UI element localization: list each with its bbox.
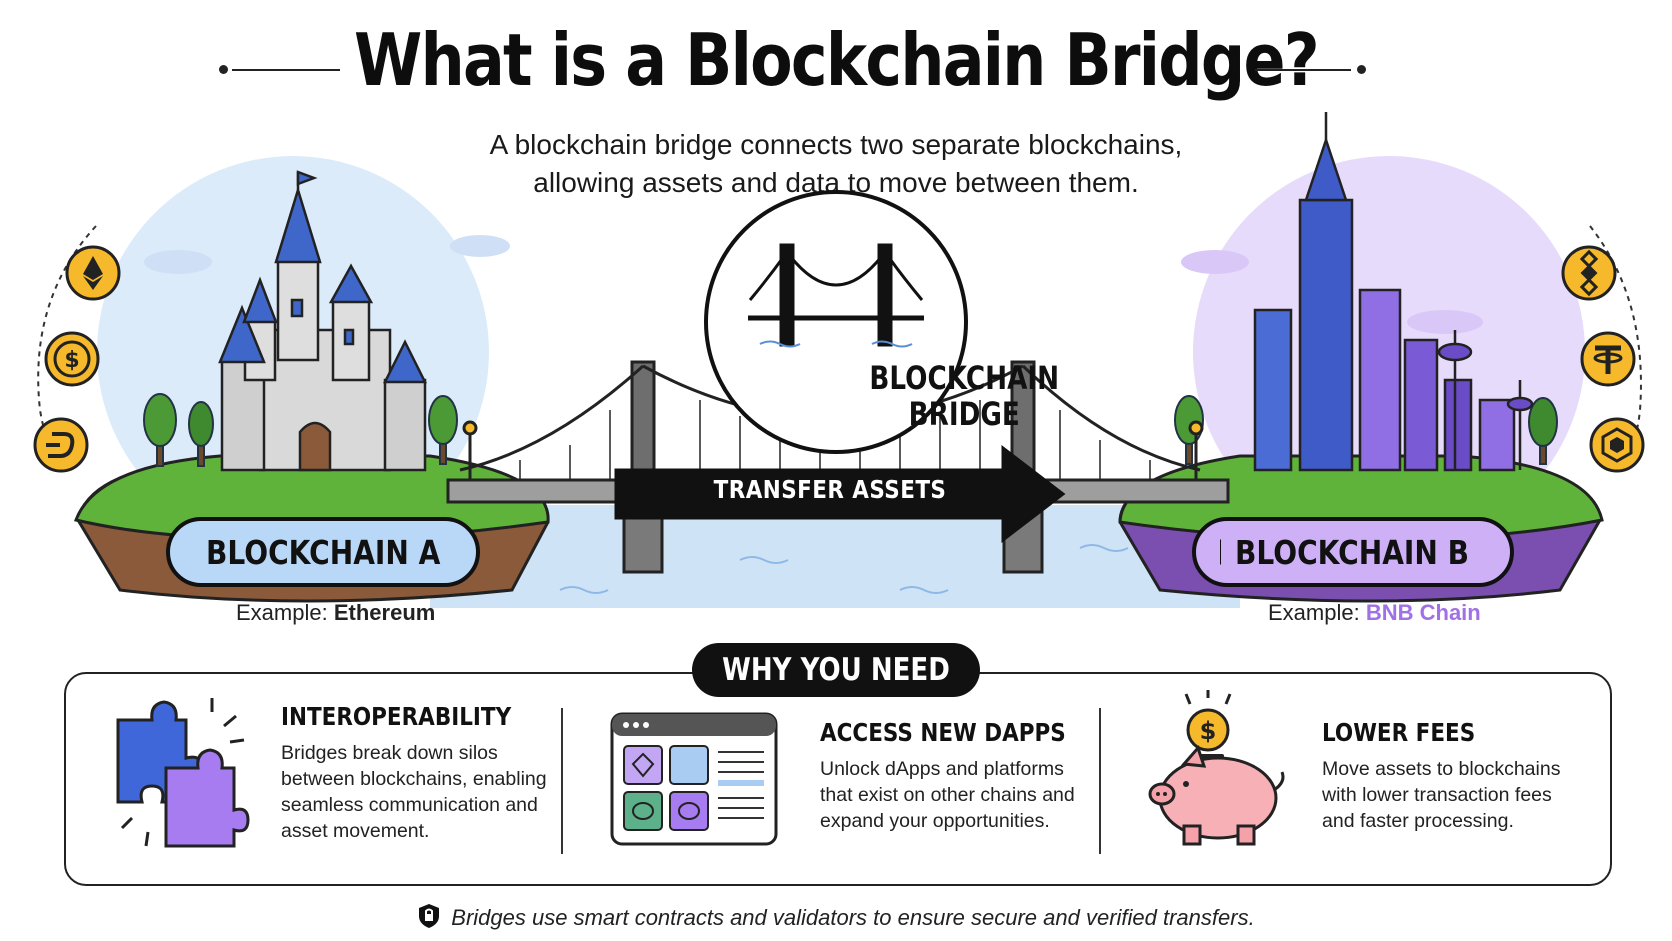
bridge-badge-line-1: BLOCKCHAIN (869, 359, 1060, 397)
footer-text: Bridges use smart contracts and validato… (451, 905, 1255, 930)
why-you-need-one-panel (64, 672, 1612, 886)
why-heading-tag: WHY YOU NEED ONE (692, 643, 980, 742)
desc-line: expand your opportunities. (820, 810, 1050, 832)
shield-icon (417, 903, 441, 935)
bridge-badge-label: BLOCKCHAIN BRIDGE (868, 360, 1060, 432)
left-trees (143, 393, 458, 467)
dapp-browser-icon (610, 712, 780, 853)
puzzle-icon (112, 692, 252, 857)
page-title: What is a Blockchain Bridge? (354, 18, 1320, 102)
footer-note: Bridges use smart contracts and validato… (0, 903, 1672, 935)
feature-title-access-new-dapps: ACCESS NEW DAPPS (820, 718, 1066, 747)
svg-text:$: $ (1200, 717, 1217, 745)
feature-title-lower-fees: LOWER FEES (1322, 718, 1476, 747)
dash-icon (32, 416, 90, 479)
feature-divider-1 (561, 708, 563, 854)
blockchain-b-label: BLOCKCHAIN B (1234, 532, 1469, 572)
piggy-bank-icon: $ (1144, 688, 1294, 855)
token-cube-icon (1588, 416, 1646, 479)
feature-divider-2 (1099, 708, 1101, 854)
bridge-badge-line-2: BRIDGE (908, 395, 1020, 433)
why-heading: WHY YOU NEED ONE (722, 652, 950, 742)
example-prefix: Example: (1268, 600, 1360, 625)
example-ethereum: Ethereum (333, 600, 436, 625)
blockchain-a-label: BLOCKCHAIN A (206, 532, 441, 572)
desc-line: seamless communication and (281, 794, 538, 816)
bnb-icon (1560, 244, 1618, 307)
example-prefix: Example: (236, 600, 328, 625)
transfer-assets-label: TRANSFER ASSETS (713, 475, 947, 504)
title-right-rule (1255, 69, 1351, 71)
city-skyline-illustration (1253, 112, 1534, 472)
usd-coin-icon: $ (43, 330, 101, 393)
left-clouds (144, 235, 510, 274)
desc-line: Bridges break down silos (281, 742, 498, 764)
feature-desc-lower-fees: Move assets to blockchains with lower tr… (1322, 756, 1560, 834)
river-water (430, 505, 1240, 608)
subtitle-line-1: A blockchain bridge connects two separat… (489, 129, 1183, 160)
blockchain-b-example: Example: BNB Chain (1268, 600, 1481, 626)
desc-line: and faster processing. (1322, 810, 1514, 832)
feature-desc-access-new-dapps: Unlock dApps and platforms that exist on… (820, 756, 1075, 834)
desc-line: between blockchains, enabling (281, 768, 547, 790)
desc-line: Move assets to blockchains (1322, 758, 1561, 780)
blockchain-b-pill: BLOCKCHAIN B (1192, 517, 1514, 587)
ethereum-icon (64, 244, 122, 307)
tether-icon (1579, 330, 1637, 393)
feature-desc-interoperability: Bridges break down silos between blockch… (281, 740, 547, 844)
title-right-dot (1357, 65, 1366, 74)
desc-line: with lower transaction fees (1322, 784, 1552, 806)
page-subtitle: A blockchain bridge connects two separat… (0, 126, 1672, 202)
right-clouds (1181, 250, 1483, 334)
transfer-arrow (614, 444, 1066, 544)
title-left-dot (219, 65, 228, 74)
svg-text:$: $ (64, 348, 79, 373)
bridge-scene-illustration (37, 112, 1642, 608)
blockchain-a-pill: BLOCKCHAIN A (166, 517, 480, 587)
golden-gate-icon (748, 243, 924, 348)
example-bnb-chain: BNB Chain (1365, 600, 1481, 625)
desc-line: that exist on other chains and (820, 784, 1075, 806)
blockchain-a-example: Example: Ethereum (236, 600, 435, 626)
cube-outline-icon (1220, 539, 1221, 565)
desc-line: asset movement. (281, 820, 430, 842)
feature-title-interoperability: INTEROPERABILITY (281, 702, 512, 731)
castle-illustration (218, 170, 428, 472)
bridge-badge-circle (704, 190, 968, 454)
desc-line: Unlock dApps and platforms (820, 758, 1064, 780)
title-left-rule (232, 69, 340, 71)
